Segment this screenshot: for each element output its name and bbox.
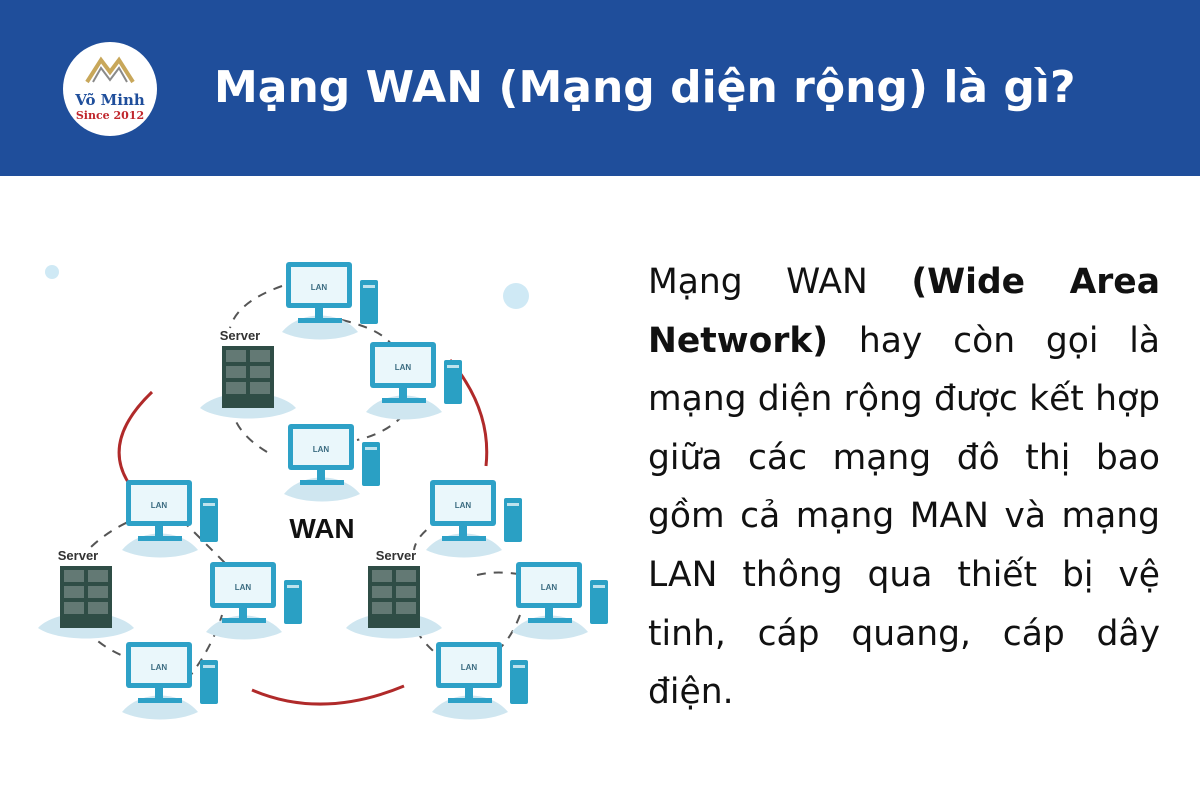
svg-text:Server: Server [58,548,98,563]
lan-computer: LAN [512,562,608,640]
svg-text:LAN: LAN [235,583,252,592]
description-text: Mạng WAN [648,262,912,302]
svg-text:LAN: LAN [395,363,412,372]
svg-text:LAN: LAN [461,663,478,672]
svg-text:Server: Server [220,328,260,343]
svg-text:LAN: LAN [541,583,558,592]
decor-dot [503,283,529,309]
svg-text:LAN: LAN [151,663,168,672]
lan-computer: LAN [432,642,528,720]
svg-text:LAN: LAN [311,283,328,292]
logo-since: Since 2012 [75,109,145,122]
lan-computer: LAN [206,562,302,640]
header-banner: Võ Minh Since 2012 Mạng WAN (Mạng diện r… [0,0,1200,176]
lan-computer: LAN [426,480,522,558]
description-text: hay còn gọi là mạng diện rộng được kết h… [648,320,1160,713]
lan-computer: LAN [122,642,218,720]
mountain-icon [85,56,135,84]
wan-label: WAN [289,513,354,544]
svg-text:Server: Server [376,548,416,563]
wan-link-bottom [251,684,405,706]
description-bold-term: (Wide Area Network) [648,262,1160,361]
server-rack: Server [346,548,442,639]
svg-text:LAN: LAN [455,501,472,510]
server-rack: Server [38,548,134,639]
server-rack: Server [200,328,296,419]
wan-link-left [117,390,154,483]
wan-diagram: LAN LAN LAN LAN LAN LAN LAN LAN LAN Serv… [38,262,608,720]
description-paragraph: Mạng WAN (Wide Area Network) hay còn gọi… [648,253,1160,722]
logo-name: Võ Minh [75,91,145,109]
lan-computer: LAN [282,262,378,340]
svg-text:LAN: LAN [313,445,330,454]
lan-computer: LAN [366,342,462,420]
lan-computer: LAN [122,480,218,558]
svg-text:LAN: LAN [151,501,168,510]
decor-dot [45,265,59,279]
company-logo: Võ Minh Since 2012 [63,42,157,136]
lan-computer: LAN [284,424,380,502]
page-title: Mạng WAN (Mạng diện rộng) là gì? [214,62,1076,113]
